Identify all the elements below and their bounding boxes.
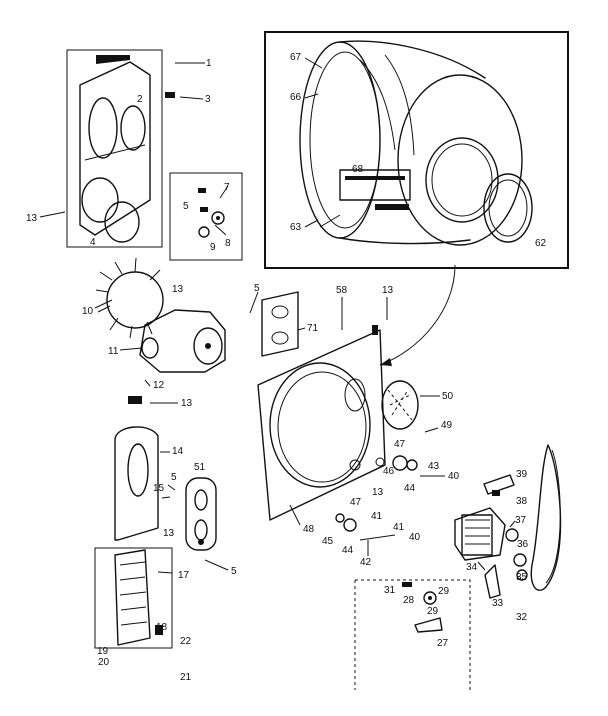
callout: 47 — [394, 439, 406, 450]
callout: 11 — [108, 346, 119, 357]
callout: 3 — [205, 94, 211, 105]
hardware-parts — [198, 188, 225, 238]
callout: 2 — [137, 94, 143, 105]
rear-panel — [257, 325, 386, 521]
filter-screen — [381, 380, 419, 430]
gasket-plate — [261, 291, 299, 357]
callout: 5 — [171, 472, 177, 483]
front-panel — [79, 55, 175, 243]
callout: 1 — [206, 58, 212, 69]
callout: 33 — [492, 598, 504, 609]
callout: 50 — [442, 391, 454, 402]
callout: 17 — [178, 570, 190, 581]
callout: 31 — [384, 585, 396, 596]
front-panel-box — [66, 49, 163, 248]
callout: 32 — [516, 612, 528, 623]
callout: 47 — [350, 497, 362, 508]
callout: 39 — [516, 469, 528, 480]
motor — [454, 507, 528, 599]
callout: 40 — [448, 471, 460, 482]
callout: 4 — [90, 237, 96, 248]
callout: 28 — [403, 595, 415, 606]
callout: 13 — [26, 213, 38, 224]
drive-belt — [530, 444, 562, 591]
callout: 46 — [383, 466, 395, 477]
callout: 63 — [290, 222, 302, 233]
callout: 40 — [409, 532, 421, 543]
callout: 29 — [438, 586, 450, 597]
callout-labels: 1 2 3 4 13 7 5 8 9 67 66 68 63 62 10 13 … — [26, 52, 547, 683]
callout: 13 — [163, 528, 175, 539]
callout: 36 — [517, 539, 529, 550]
callout: 20 — [98, 657, 110, 668]
callout: 38 — [516, 496, 528, 507]
callout: 45 — [322, 536, 334, 547]
callout: 49 — [441, 420, 453, 431]
callout: 41 — [371, 511, 383, 522]
idler-parts — [335, 455, 418, 532]
callout: 9 — [210, 242, 216, 253]
callout: 44 — [342, 545, 354, 556]
callout: 13 — [382, 285, 394, 296]
callout: 29 — [427, 606, 439, 617]
callout: 41 — [393, 522, 405, 533]
duct-cover — [185, 477, 217, 551]
callout: 27 — [437, 638, 449, 649]
callout: 13 — [172, 284, 184, 295]
callout: 8 — [225, 238, 231, 249]
callout: 7 — [224, 182, 230, 193]
callout: 12 — [153, 380, 165, 391]
kit-parts — [402, 582, 443, 633]
drum-box — [264, 31, 569, 269]
kit-box — [354, 579, 471, 690]
callout: 10 — [82, 306, 94, 317]
callout: 58 — [336, 285, 348, 296]
callout: 71 — [307, 323, 319, 334]
callout: 5 — [183, 201, 189, 212]
heater-box — [94, 547, 173, 649]
callout: 5 — [254, 283, 260, 294]
callout: 48 — [303, 524, 315, 535]
exhaust-duct — [114, 396, 159, 541]
callout: 18 — [156, 622, 168, 633]
callout: 43 — [428, 461, 440, 472]
callout: 44 — [404, 483, 416, 494]
callout: 34 — [466, 562, 478, 573]
switch-assembly — [483, 474, 515, 496]
callout: 42 — [360, 557, 372, 568]
callout: 37 — [515, 515, 527, 526]
callout: 14 — [172, 446, 184, 457]
callout: 19 — [97, 646, 109, 657]
callout: 67 — [290, 52, 302, 63]
callout: 13 — [181, 398, 193, 409]
callout: 68 — [352, 164, 364, 175]
callout: 21 — [180, 672, 192, 683]
callout: 5 — [231, 566, 237, 577]
leader-lines — [39, 57, 516, 574]
callout: 51 — [194, 462, 206, 473]
callout: 13 — [372, 487, 384, 498]
drum — [299, 40, 533, 246]
callout: 22 — [180, 636, 192, 647]
callout: 66 — [290, 92, 302, 103]
callout: 62 — [535, 238, 547, 249]
hardware-box — [169, 172, 243, 261]
callout: 15 — [153, 483, 165, 494]
callout: 35 — [516, 572, 528, 583]
heater-element — [114, 549, 163, 646]
